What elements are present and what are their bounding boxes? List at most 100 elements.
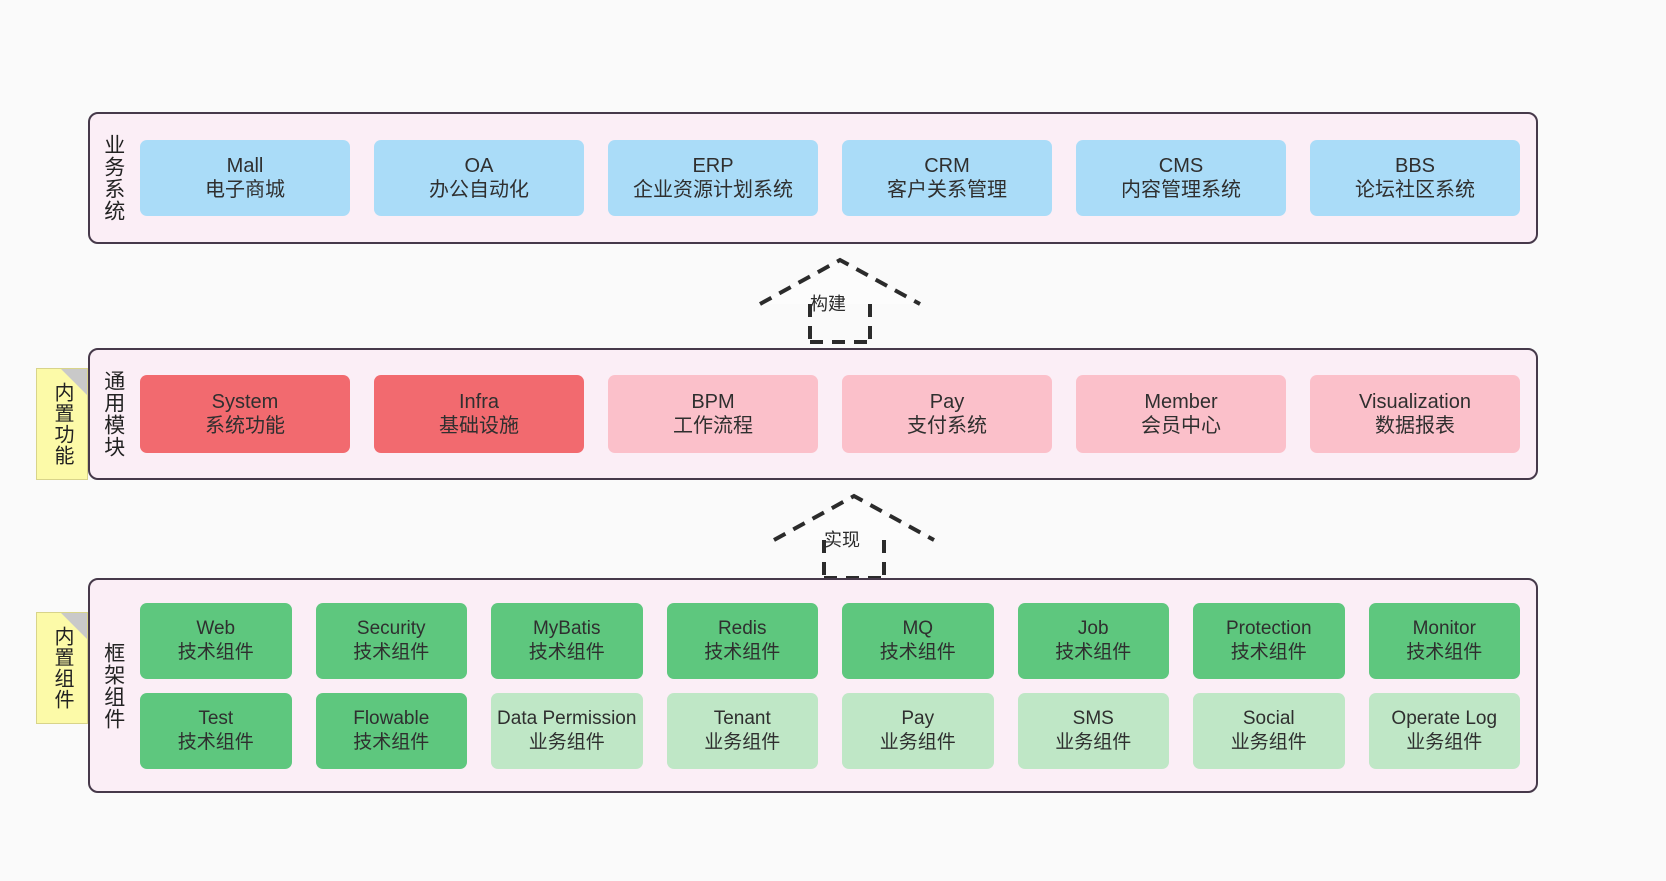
component-name: CRM [924, 154, 970, 177]
component-subtitle: 技术组件 [528, 641, 605, 663]
component-subtitle: 客户关系管理 [887, 179, 1007, 201]
component-subtitle: 技术组件 [1055, 641, 1132, 663]
component-subtitle: 技术组件 [1230, 641, 1307, 663]
component-name: Pay [929, 390, 965, 413]
connector-implement: 实现 [766, 488, 966, 580]
component-subtitle: 技术组件 [1406, 641, 1483, 663]
component-name: Data Permission [497, 708, 637, 730]
component-name: Operate Log [1391, 708, 1498, 730]
component-name: Job [1077, 618, 1109, 640]
component-name: Monitor [1412, 618, 1476, 640]
component-name: OA [464, 154, 494, 177]
note-builtin-features-label: 内置功能 [51, 382, 73, 466]
connector-build-label: 构建 [810, 294, 846, 314]
component-name: Redis [717, 618, 767, 640]
component-name: BPM [691, 390, 735, 413]
component-name: Infra [458, 390, 500, 413]
component-subtitle: 技术组件 [353, 731, 430, 753]
component-name: Social [1242, 708, 1295, 730]
component-name: ERP [692, 154, 734, 177]
component-name: MQ [902, 618, 934, 640]
component-name: Web [196, 618, 236, 640]
component-subtitle: 技术组件 [353, 641, 430, 663]
component-name: System [211, 390, 279, 413]
component-subtitle: 系统功能 [205, 415, 285, 437]
build-arrowhead [759, 257, 921, 306]
component-subtitle: 技术组件 [177, 641, 254, 663]
component-subtitle: 企业资源计划系统 [633, 179, 793, 201]
connector-implement-label: 实现 [824, 530, 860, 550]
component-name: Visualization [1359, 390, 1471, 413]
component-subtitle: 数据报表 [1375, 415, 1455, 437]
note-builtin-features: 内置功能 [36, 368, 88, 480]
connector-build: 构建 [752, 252, 952, 344]
component-name: Flowable [353, 708, 430, 730]
component-name: Mall [226, 154, 264, 177]
component-name: Tenant [713, 708, 771, 730]
layer-business-title: 业务系统 [101, 134, 125, 222]
component-subtitle: 业务组件 [1230, 731, 1307, 753]
component-name: SMS [1072, 708, 1114, 730]
component-subtitle: 会员中心 [1141, 415, 1221, 437]
component-subtitle: 电子商城 [205, 179, 285, 201]
component-name: Security [356, 618, 426, 640]
component-subtitle: 业务组件 [528, 731, 605, 753]
component-subtitle: 工作流程 [673, 415, 753, 437]
component-name: Protection [1225, 618, 1312, 640]
component-subtitle: 业务组件 [879, 731, 956, 753]
component-subtitle: 业务组件 [1055, 731, 1132, 753]
component-name: CMS [1158, 154, 1204, 177]
component-name: BBS [1394, 154, 1436, 177]
impl-arrowhead [773, 493, 935, 542]
component-name: Pay [901, 708, 935, 730]
component-subtitle: 办公自动化 [429, 179, 529, 201]
component-name: Test [198, 708, 234, 730]
note-builtin-components: 内置组件 [36, 612, 88, 724]
component-subtitle: 技术组件 [704, 641, 781, 663]
component-subtitle: 论坛社区系统 [1355, 179, 1475, 201]
component-subtitle: 技术组件 [177, 731, 254, 753]
layer-modules-title: 通用模块 [101, 370, 125, 458]
component-subtitle: 技术组件 [879, 641, 956, 663]
component-subtitle: 业务组件 [704, 731, 781, 753]
layer-framework-title: 框架组件 [101, 641, 125, 730]
component-subtitle: 支付系统 [907, 415, 987, 437]
component-name: Member [1144, 390, 1218, 413]
